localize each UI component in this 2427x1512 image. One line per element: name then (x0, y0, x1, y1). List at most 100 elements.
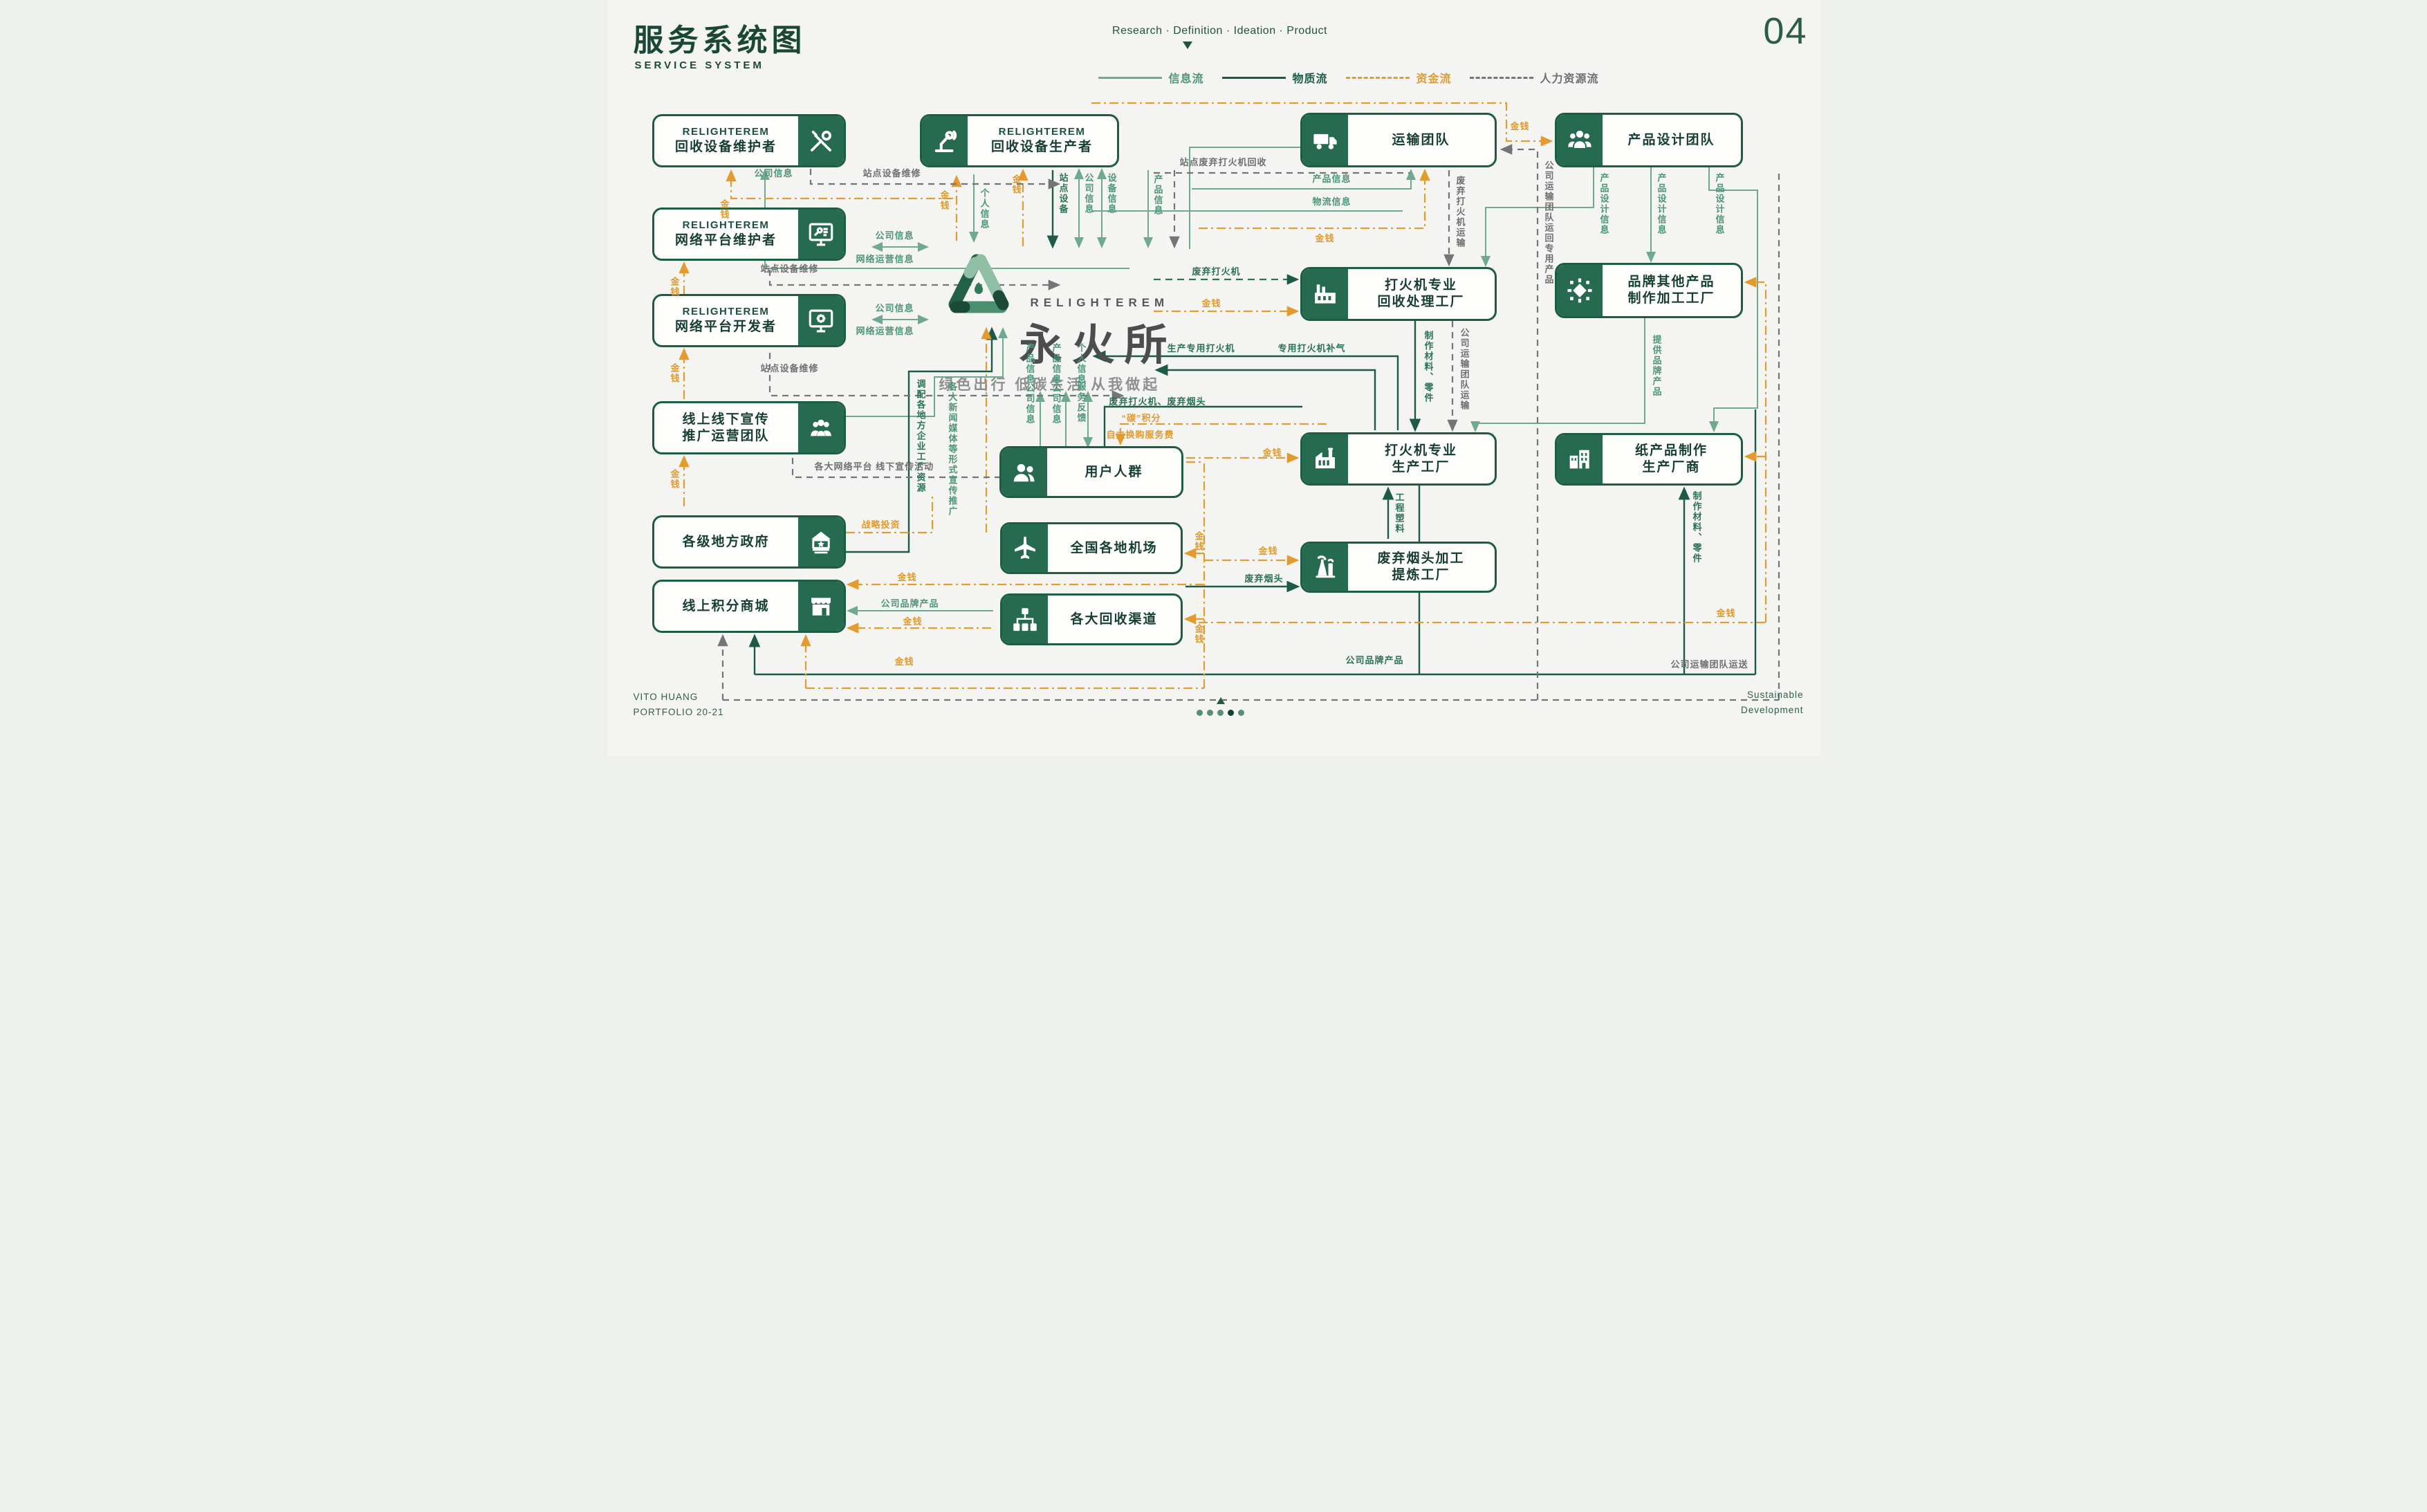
flow-label: 个人信息 (1076, 343, 1087, 385)
entity-label: 各大回收渠道 (1070, 611, 1158, 627)
users-icon (1001, 448, 1047, 496)
flow-label: 站点设备维修 (760, 264, 819, 274)
refinery-icon (1302, 544, 1348, 591)
pagination-dot-3 (1217, 710, 1224, 716)
flow-label: 金钱 (894, 656, 914, 667)
flow-label: 金钱 (1258, 546, 1278, 556)
flow-label: 金钱 (1716, 608, 1736, 618)
entity-local-governments: 各级地方政府 (652, 515, 846, 569)
flow-lines-info (759, 147, 1758, 616)
tools-icon (797, 116, 844, 165)
flow-label: 金钱 (669, 277, 680, 297)
flow-label: 公司品牌产品 (1345, 655, 1404, 665)
flame-icon (974, 282, 983, 294)
flow-label: 站点设备 (1058, 173, 1069, 214)
factory2-icon (1302, 434, 1348, 483)
flow-lines (678, 102, 1780, 701)
factory-icon (1302, 269, 1348, 319)
flow-label: 制作材料、零件 (1691, 491, 1702, 564)
flow-label: 专用打火机补气 (1277, 343, 1346, 353)
flow-label: 金钱 (903, 616, 923, 627)
legend-line-info-icon (1098, 76, 1162, 79)
entity-label: 打火机专业回收处理工厂 (1377, 278, 1465, 309)
relighterem-logo-icon (948, 254, 1008, 313)
entity-user-group: 用户人群 (999, 446, 1183, 498)
entity-lighter-production-factory: 打火机专业生产工厂 (1300, 432, 1497, 486)
footer-author: VITO HUANG (633, 692, 699, 702)
pagination (1190, 697, 1252, 716)
flow-label: 物流信息 (1312, 196, 1351, 207)
flow-label: 产品信息 (1024, 343, 1035, 385)
flow-label: 金钱 (1193, 624, 1204, 645)
flow-label: 金钱 (669, 469, 680, 490)
pagination-marker-icon (1216, 697, 1225, 704)
flow-label: 提供品牌产品 (1651, 335, 1662, 397)
flow-label: 生产专用打火机 (1167, 343, 1235, 353)
pagination-dot-1 (1197, 710, 1203, 716)
flow-label: “碳”积分 (1121, 413, 1161, 423)
flow-label: 公司信息 (1051, 383, 1062, 425)
entity-label: 线上线下宣传推广运营团队 (682, 412, 770, 443)
entity-label: 品牌其他产品制作加工工厂 (1627, 275, 1715, 306)
flow-label: 废弃打火机、废弃烟头 (1109, 396, 1206, 407)
legend-item-info: 信息流 (1098, 69, 1204, 86)
flow-label: 公司信息 (1083, 173, 1094, 214)
logo-tagline: 绿色出行 低碳生活 从我做起 (939, 377, 1161, 393)
logo-name: 永火所 (1019, 322, 1177, 369)
entity-recycling-channels: 各大回收渠道 (999, 593, 1183, 645)
footer-sustainable: Sustainable (1746, 690, 1804, 700)
pagination-dot-5 (1238, 710, 1244, 716)
legend: 信息流物质流资金流人力资源流 (1098, 69, 1599, 86)
flow-label: 金钱 (939, 190, 950, 211)
entity-transport-team: 运输团队 (1300, 113, 1497, 167)
flow-label: 公司信息 (875, 230, 914, 241)
buildings-icon (1556, 435, 1603, 483)
flow-label: 金钱 (1510, 121, 1530, 131)
people-icon (797, 403, 844, 452)
hub-icon (1556, 265, 1603, 316)
pagination-dot-4 (1228, 710, 1234, 716)
legend-line-money-icon (1345, 76, 1410, 79)
entity-paper-products-manufacturer: 纸产品制作生产厂商 (1554, 433, 1743, 486)
flow-label: 站点废弃打火机回收 (1179, 157, 1267, 167)
flow-label: 公司运输团队运送 (1670, 659, 1748, 670)
flow-label: 废弃打火机运输 (1455, 176, 1466, 248)
entity-brand-products-factory: 品牌其他产品制作加工工厂 (1554, 263, 1743, 318)
flow-label: 公司信息 (1024, 383, 1035, 425)
entity-label: 打火机专业生产工厂 (1384, 443, 1457, 474)
flow-label: 金钱 (669, 363, 680, 384)
flow-label: 金钱 (1201, 298, 1221, 308)
entity-label: 各级地方政府 (682, 534, 770, 549)
legend-item-hr: 人力资源流 (1469, 69, 1599, 86)
entity-label: 纸产品制作生产厂商 (1634, 443, 1708, 474)
flow-label: 产品设计信息 (1598, 173, 1609, 235)
page-title: 服务系统图 (633, 24, 806, 57)
monitor-gear-icon (797, 296, 844, 345)
monitor-wrench-icon (797, 210, 844, 259)
entity-online-points-mall: 线上积分商城 (652, 580, 846, 633)
flow-label: 产品信息 (1312, 174, 1351, 184)
pagination-dots (1190, 710, 1252, 716)
flow-label: 各大新闻媒体等形式宣传推广 (947, 382, 958, 517)
flow-label: 产品设计信息 (1656, 173, 1667, 235)
flow-label: 个人信息 (979, 188, 990, 230)
entity-label: 运输团队 (1392, 132, 1450, 147)
footer-portfolio: PORTFOLIO 20-21 (633, 707, 724, 717)
flow-label: 自主换购服务费 (1106, 430, 1174, 440)
flow-label: 站点设备维修 (760, 363, 819, 374)
entity-cigarette-butt-refinery: 废弃烟头加工提炼工厂 (1300, 542, 1497, 593)
process-nav: Research · Definition · Ideation · Produ… (1112, 25, 1327, 37)
process-nav-marker-icon (1182, 42, 1192, 49)
robot-arm-icon (921, 116, 968, 165)
flow-label: 产品信息 (1051, 343, 1062, 385)
entity-lighter-recycling-factory: 打火机专业回收处理工厂 (1300, 267, 1497, 321)
flow-label: 废弃打火机 (1192, 266, 1241, 277)
flow-label: 各大网络平台 线下宣传活动 (814, 461, 934, 472)
flow-label: 调配各地方企业工厂资源 (915, 379, 926, 493)
flow-label: 产品设计信息 (1714, 173, 1725, 235)
